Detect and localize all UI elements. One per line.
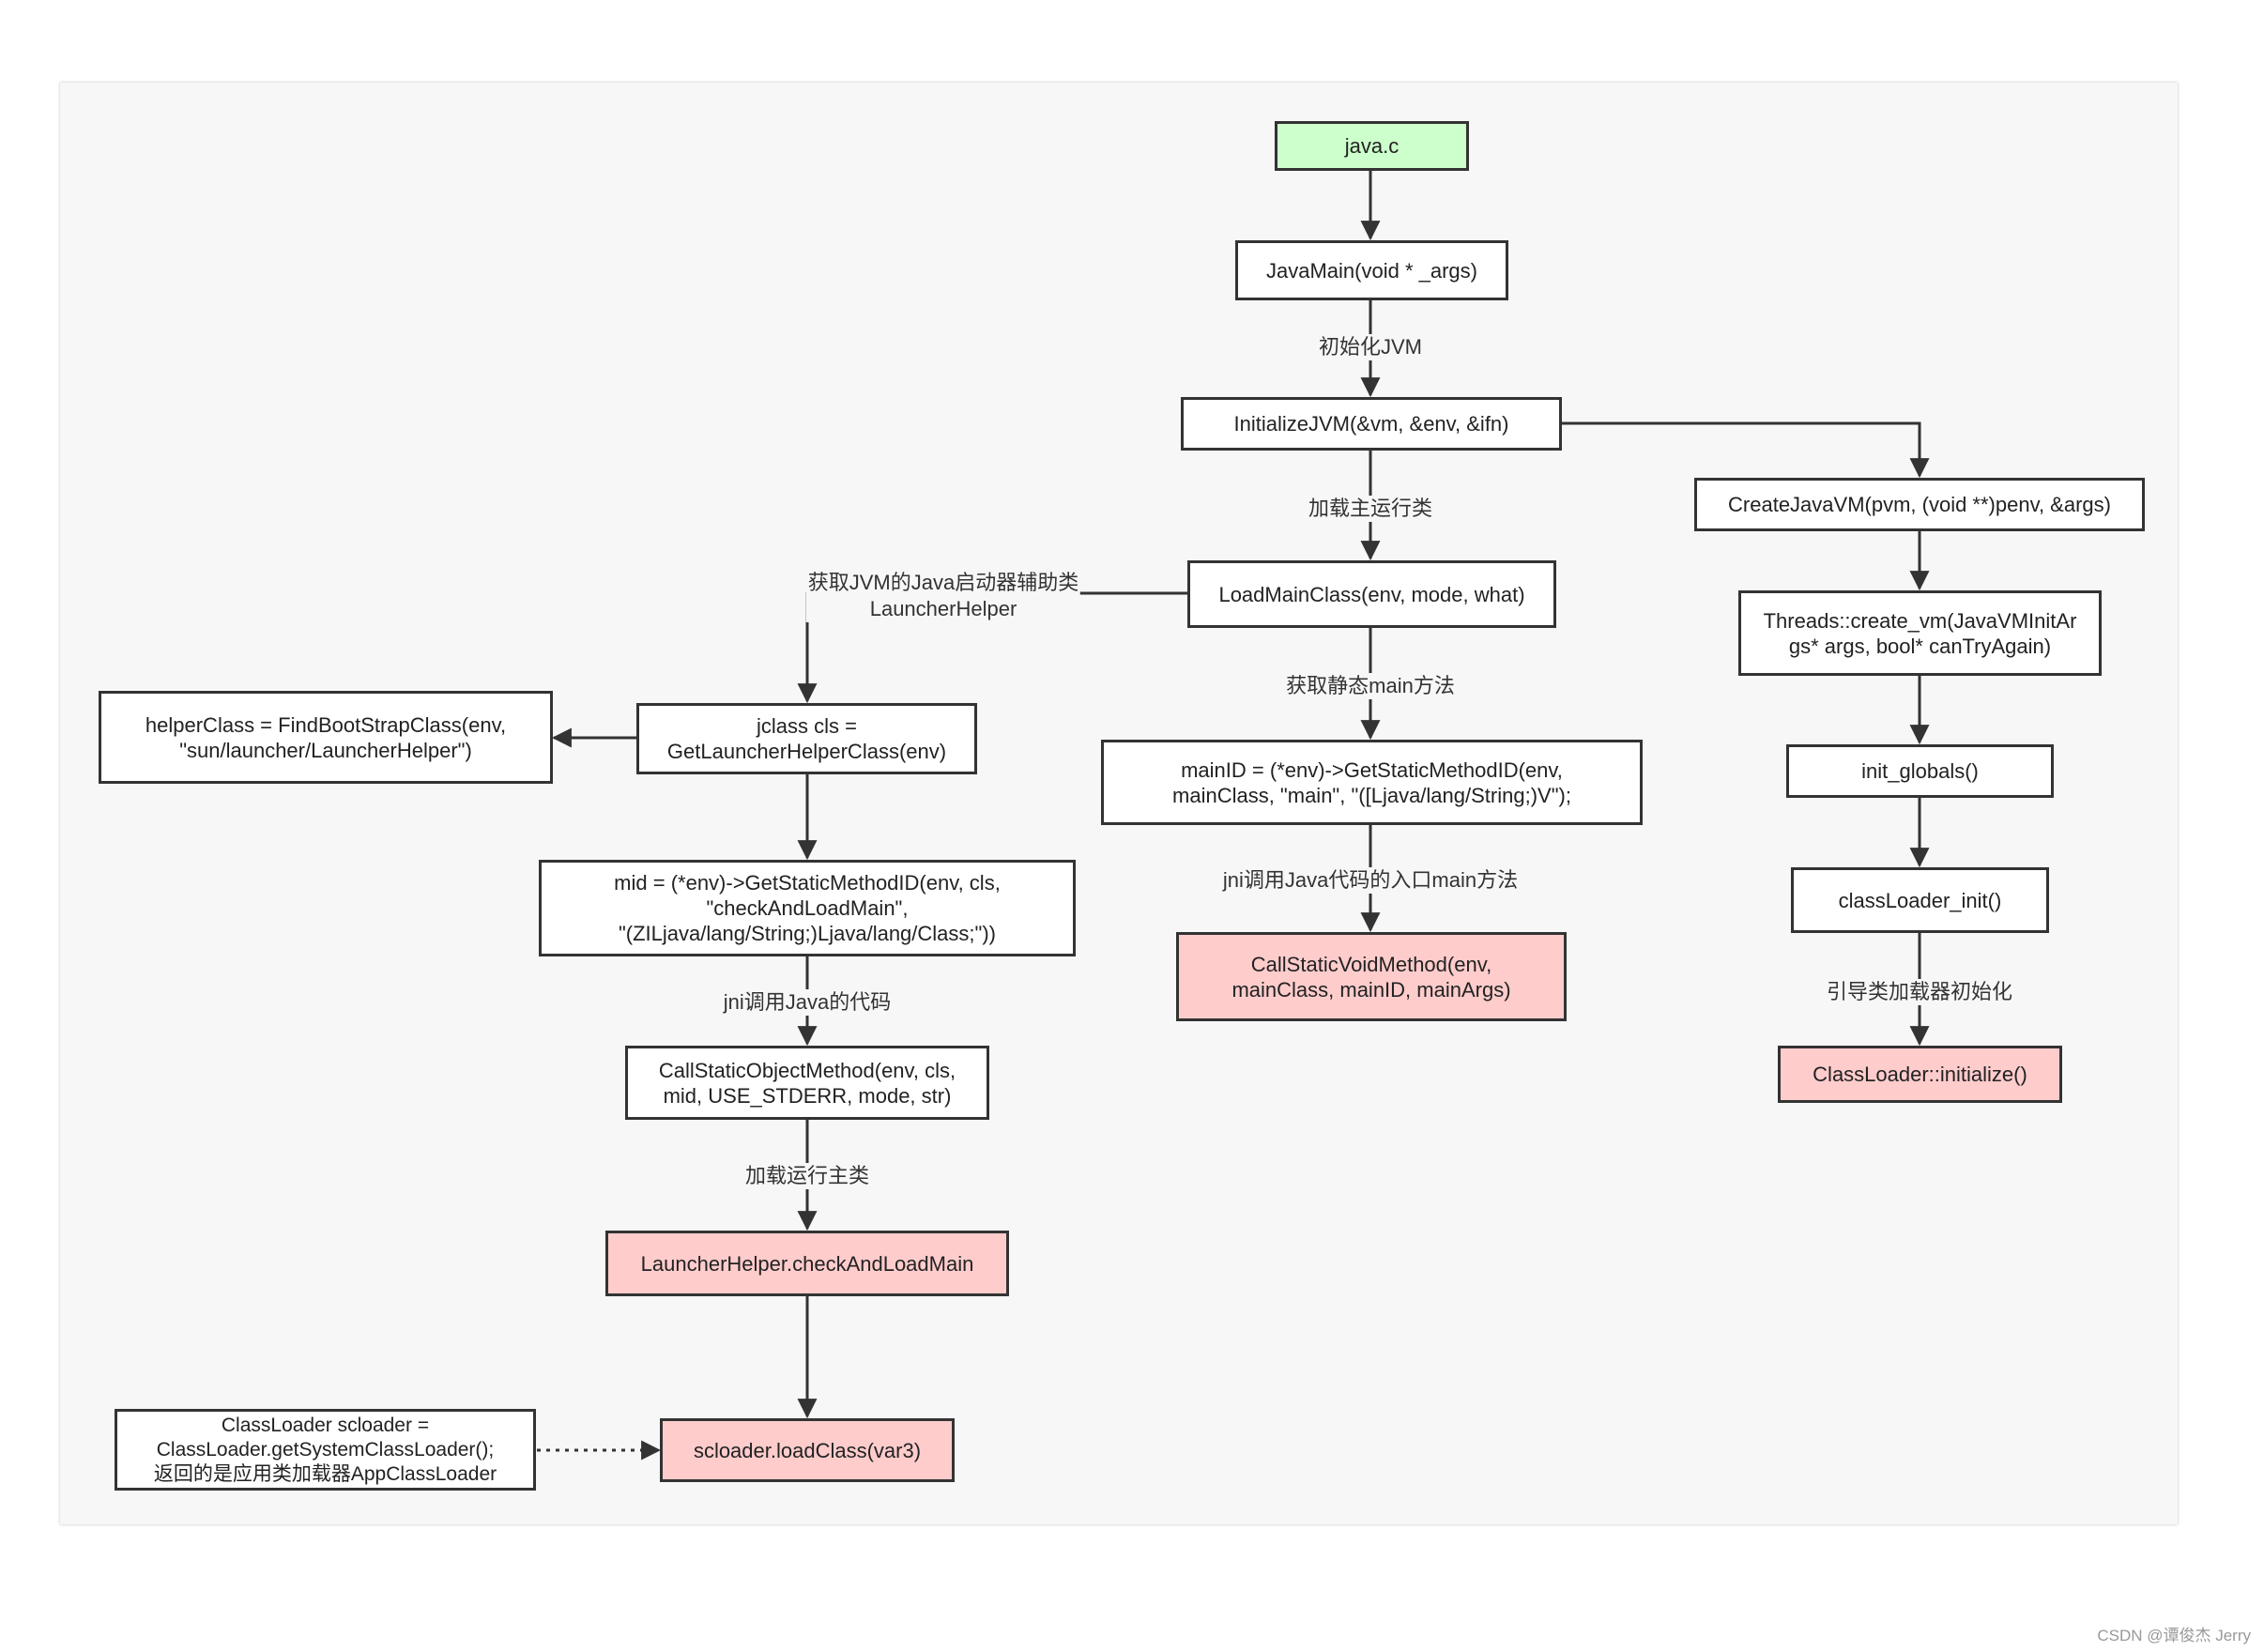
- edge-label-jni-call-entry-main: jni调用Java代码的入口main方法: [1220, 867, 1521, 894]
- edge-label-init-jvm: 初始化JVM: [1316, 334, 1425, 360]
- node-helper-class[interactable]: helperClass = FindBootStrapClass(env, "s…: [99, 691, 553, 784]
- edge-label-jni-call-java-code: jni调用Java的代码: [721, 989, 894, 1016]
- edge-label-bootstrap-loader-init: 引导类加载器初始化: [1824, 979, 2015, 1005]
- node-jclass-cls[interactable]: jclass cls = GetLauncherHelperClass(env): [636, 703, 977, 774]
- node-class-loader-initialize[interactable]: ClassLoader::initialize(): [1778, 1046, 2062, 1103]
- node-threads-create-vm[interactable]: Threads::create_vm(JavaVMInitAr gs* args…: [1738, 590, 2102, 676]
- node-java-main[interactable]: JavaMain(void * _args): [1235, 240, 1508, 300]
- edge-label-get-launcher-helper: 获取JVM的Java启动器辅助类 LauncherHelper: [805, 570, 1081, 622]
- node-init-globals[interactable]: init_globals(): [1786, 744, 2054, 798]
- node-scloader-load-class[interactable]: scloader.loadClass(var3): [660, 1418, 955, 1482]
- node-call-static-void-method[interactable]: CallStaticVoidMethod(env, mainClass, mai…: [1176, 932, 1567, 1021]
- node-launcher-helper-check[interactable]: LauncherHelper.checkAndLoadMain: [605, 1231, 1009, 1296]
- node-initialize-jvm[interactable]: InitializeJVM(&vm, &env, &ifn): [1181, 397, 1562, 451]
- edge-label-load-main-run-class: 加载主运行类: [1306, 496, 1435, 522]
- edge-label-load-run-main-class: 加载运行主类: [742, 1163, 872, 1189]
- watermark-text: CSDN @谭俊杰 Jerry: [2097, 1627, 2251, 1644]
- node-mid[interactable]: mid = (*env)->GetStaticMethodID(env, cls…: [539, 860, 1076, 956]
- node-create-java-vm[interactable]: CreateJavaVM(pvm, (void **)penv, &args): [1694, 478, 2145, 531]
- node-class-loader-scloader[interactable]: ClassLoader scloader = ClassLoader.getSy…: [115, 1409, 536, 1491]
- node-main-id[interactable]: mainID = (*env)->GetStaticMethodID(env, …: [1101, 740, 1643, 825]
- node-call-static-object-method[interactable]: CallStaticObjectMethod(env, cls, mid, US…: [625, 1046, 989, 1120]
- node-load-main-class[interactable]: LoadMainClass(env, mode, what): [1187, 560, 1556, 628]
- edge-label-get-static-main: 获取静态main方法: [1284, 673, 1457, 699]
- node-java-c[interactable]: java.c: [1275, 121, 1469, 171]
- node-class-loader-init[interactable]: classLoader_init(): [1791, 867, 2049, 933]
- edge-initializejvm-to-createjavavm: [1561, 421, 1930, 479]
